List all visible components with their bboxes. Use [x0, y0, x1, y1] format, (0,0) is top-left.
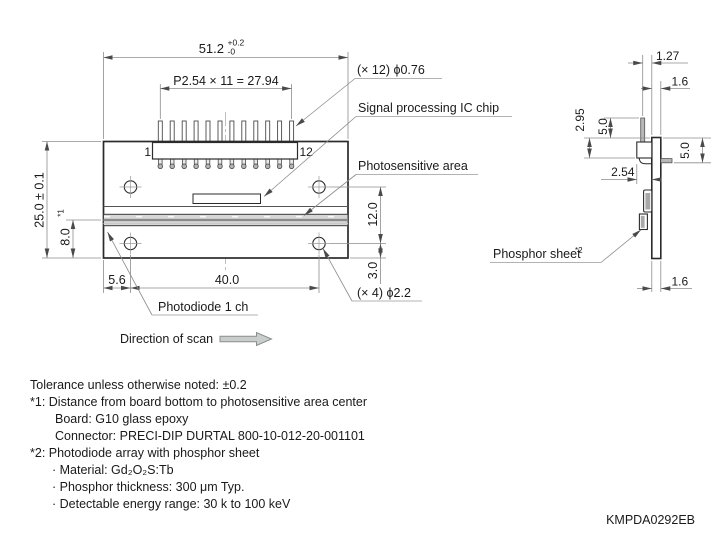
- front-view: 1 12 51.2 +0.2 -0 P2.54 ×: [33, 38, 512, 347]
- label-pin-holes: (× 12) ϕ0.76: [295, 63, 442, 127]
- dim-hole-span-v-value: 12.0: [366, 202, 380, 226]
- dim-hole-bottom-value: 3.0: [366, 262, 380, 279]
- dim-board-thickness-top: 1.6: [641, 75, 690, 135]
- dim-board-height: 25.0 ± 0.1: [33, 141, 101, 259]
- dim-hole-bottom: 3.0: [350, 243, 386, 284]
- label-photodiode-text: Photodiode 1 ch: [158, 300, 248, 314]
- dim-hole-left: 5.6: [103, 255, 131, 293]
- leader-line: [303, 174, 357, 216]
- note-material: · Material: Gd₂O₂S:Tb: [52, 463, 174, 477]
- note-tolerance: Tolerance unless otherwise noted: ±0.2: [30, 378, 247, 392]
- dim-hole-span-v: 12.0: [330, 186, 386, 244]
- note-energy-range: · Detectable energy range: 30 k to 100 k…: [52, 497, 291, 511]
- note-star2: *2: Photodiode array with phosphor sheet: [30, 446, 260, 460]
- dim-hole-span-h-value: 40.0: [215, 273, 239, 287]
- dim-board-width: 51.2 +0.2 -0: [103, 38, 349, 139]
- note-star1: *1: Distance from board bottom to photos…: [30, 395, 367, 409]
- scan-direction-arrow-icon: [219, 331, 273, 347]
- dim-connector-depth: 2.54: [601, 164, 662, 184]
- scan-direction-label: Direction of scan: [120, 332, 213, 346]
- label-phosphor-sheet: Phosphor sheet *2: [490, 229, 642, 263]
- side-pin-stub: [660, 158, 673, 164]
- dim-board-thickness-bottom: 1.6: [637, 261, 692, 292]
- label-pin-holes-text: (× 12) ϕ0.76: [357, 63, 425, 77]
- scan-direction: Direction of scan: [120, 331, 273, 347]
- dim-connector-depth-value: 2.54: [611, 165, 635, 179]
- side-pin-bend: [638, 157, 652, 165]
- notes-block: Tolerance unless otherwise noted: ±0.2 *…: [30, 377, 367, 513]
- label-mount-holes-text: (× 4) ϕ2.2: [357, 286, 411, 300]
- ic-chip-rect: [192, 193, 261, 204]
- dim-pin-to-board-value: 1.27: [656, 49, 680, 63]
- side-board: [650, 136, 662, 260]
- dim-pin-to-board: 1.27: [628, 49, 688, 135]
- dim-photo-center-sup: *1: [57, 209, 66, 217]
- dim-hole-left-value: 5.6: [108, 273, 125, 287]
- dim-pin-length-bottom: 5.0: [663, 137, 711, 164]
- dim-board-thickness-bottom-value: 1.6: [672, 275, 689, 289]
- dim-photo-center-value: 8.0: [59, 228, 73, 245]
- side-ic-chip: [643, 189, 653, 213]
- dim-pin-length-bottom-value: 5.0: [678, 142, 692, 159]
- note-connector: Connector: PRECI-DIP DURTAL 800-10-012-2…: [55, 429, 365, 443]
- note-thickness: · Phosphor thickness: 300 μm Typ.: [52, 480, 245, 494]
- side-connector-body: [636, 141, 653, 159]
- dim-hole-span-h: 40.0: [130, 255, 320, 293]
- connector-body: [151, 141, 299, 160]
- dim-pin-length-top: 5.0: [596, 117, 639, 138]
- dim-board-width-tol-plus: +0.2: [228, 38, 245, 48]
- side-view: 1.27 1.6 2.95 5.0 5.0: [490, 49, 711, 292]
- dim-connector-height-value: 2.95: [573, 108, 587, 132]
- pin-number-first: 1: [144, 145, 151, 159]
- dim-pin-pitch-value: P2.54 × 11 = 27.94: [173, 74, 278, 88]
- dim-pin-length-top-value: 5.0: [596, 118, 610, 135]
- label-photosensitive-text: Photosensitive area: [358, 159, 468, 173]
- dim-photo-center: 8.0 *1: [57, 209, 101, 258]
- connector-pins-top: [157, 120, 295, 143]
- pin-number-last: 12: [300, 145, 314, 159]
- document-number: KMPDA0292EB: [606, 513, 695, 527]
- leader-line: [322, 248, 353, 302]
- label-photosensitive: Photosensitive area: [303, 159, 478, 216]
- leader-line: [263, 116, 357, 197]
- label-photodiode: Photodiode 1 ch: [107, 231, 258, 316]
- dim-board-thickness-top-value: 1.6: [672, 75, 689, 89]
- dim-pin-pitch: P2.54 × 11 = 27.94: [159, 74, 293, 119]
- side-phosphor-sheet: [638, 213, 648, 231]
- label-mount-holes: (× 4) ϕ2.2: [322, 248, 422, 302]
- leader-line: [600, 229, 642, 263]
- dim-board-width-tol-minus: -0: [228, 47, 236, 57]
- label-ic-chip-text: Signal processing IC chip: [358, 101, 499, 115]
- dim-board-height-value: 25.0 ± 0.1: [33, 172, 47, 228]
- label-phosphor-sheet-sup: *2: [575, 246, 583, 255]
- dim-board-width-value: 51.2: [199, 41, 224, 56]
- photodiode-strip: [103, 206, 349, 227]
- leader-line: [295, 78, 356, 127]
- label-phosphor-sheet-text: Phosphor sheet: [493, 247, 581, 261]
- note-board: Board: G10 glass epoxy: [55, 412, 189, 426]
- label-ic-chip: Signal processing IC chip: [263, 101, 512, 197]
- leader-line: [107, 231, 153, 316]
- dim-connector-height: 2.95: [573, 108, 650, 159]
